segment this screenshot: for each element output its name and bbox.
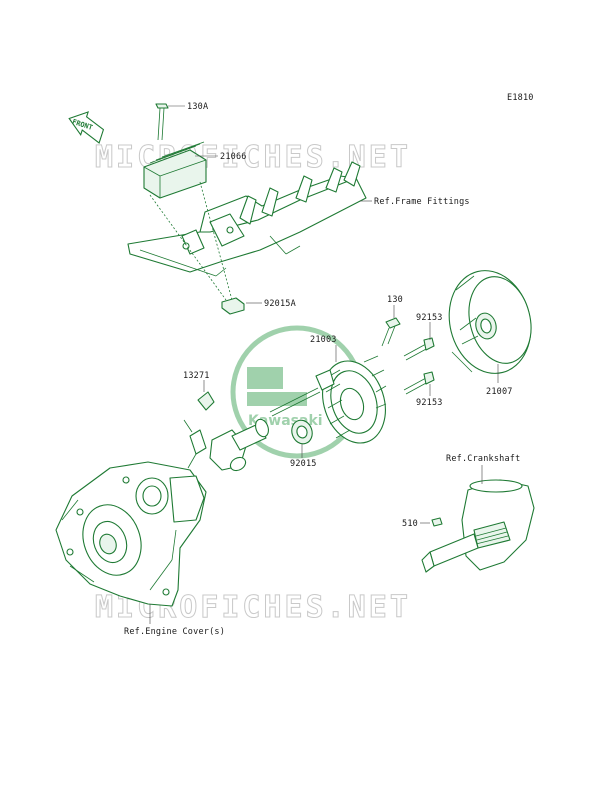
flywheel-21007 [448,270,532,374]
bolt-92153-bottom [403,371,435,395]
frame-bracket [127,161,367,277]
callout-ref-engine-cover: Ref.Engine Cover(s) [124,627,225,637]
callout-ref-frame-fittings: Ref.Frame Fittings [374,197,470,207]
callout-21066: 21066 [220,152,247,162]
callout-13271: 13271 [183,371,210,381]
crankshaft [421,479,535,573]
callout-92015a: 92015A [264,299,296,309]
key-510 [431,517,443,527]
nut-92015a [221,297,245,315]
pickup-assembly [183,391,269,472]
callout-130a: 130A [187,102,208,112]
callout-130: 130 [387,295,403,305]
bolt-92153-top [403,337,435,361]
callout-21007: 21007 [486,387,513,397]
callout-510: 510 [402,519,418,529]
engine-cover [55,461,207,607]
callout-92015: 92015 [290,459,317,469]
watermark-top: MICROFICHES.NET [95,140,411,175]
bolt-130 [381,317,401,347]
regulator-21066 [143,141,207,199]
callout-ref-crankshaft: Ref.Crankshaft [446,454,520,464]
nut-92015 [291,419,313,445]
front-arrow-icon: FRONT [68,111,105,144]
callout-21003: 21003 [310,335,337,345]
stator-21003 [269,355,387,444]
callout-92153-top: 92153 [416,313,443,323]
bolt-130a [155,103,169,141]
callout-92153-bottom: 92153 [416,398,443,408]
diagram-code: E1810 [507,93,534,103]
